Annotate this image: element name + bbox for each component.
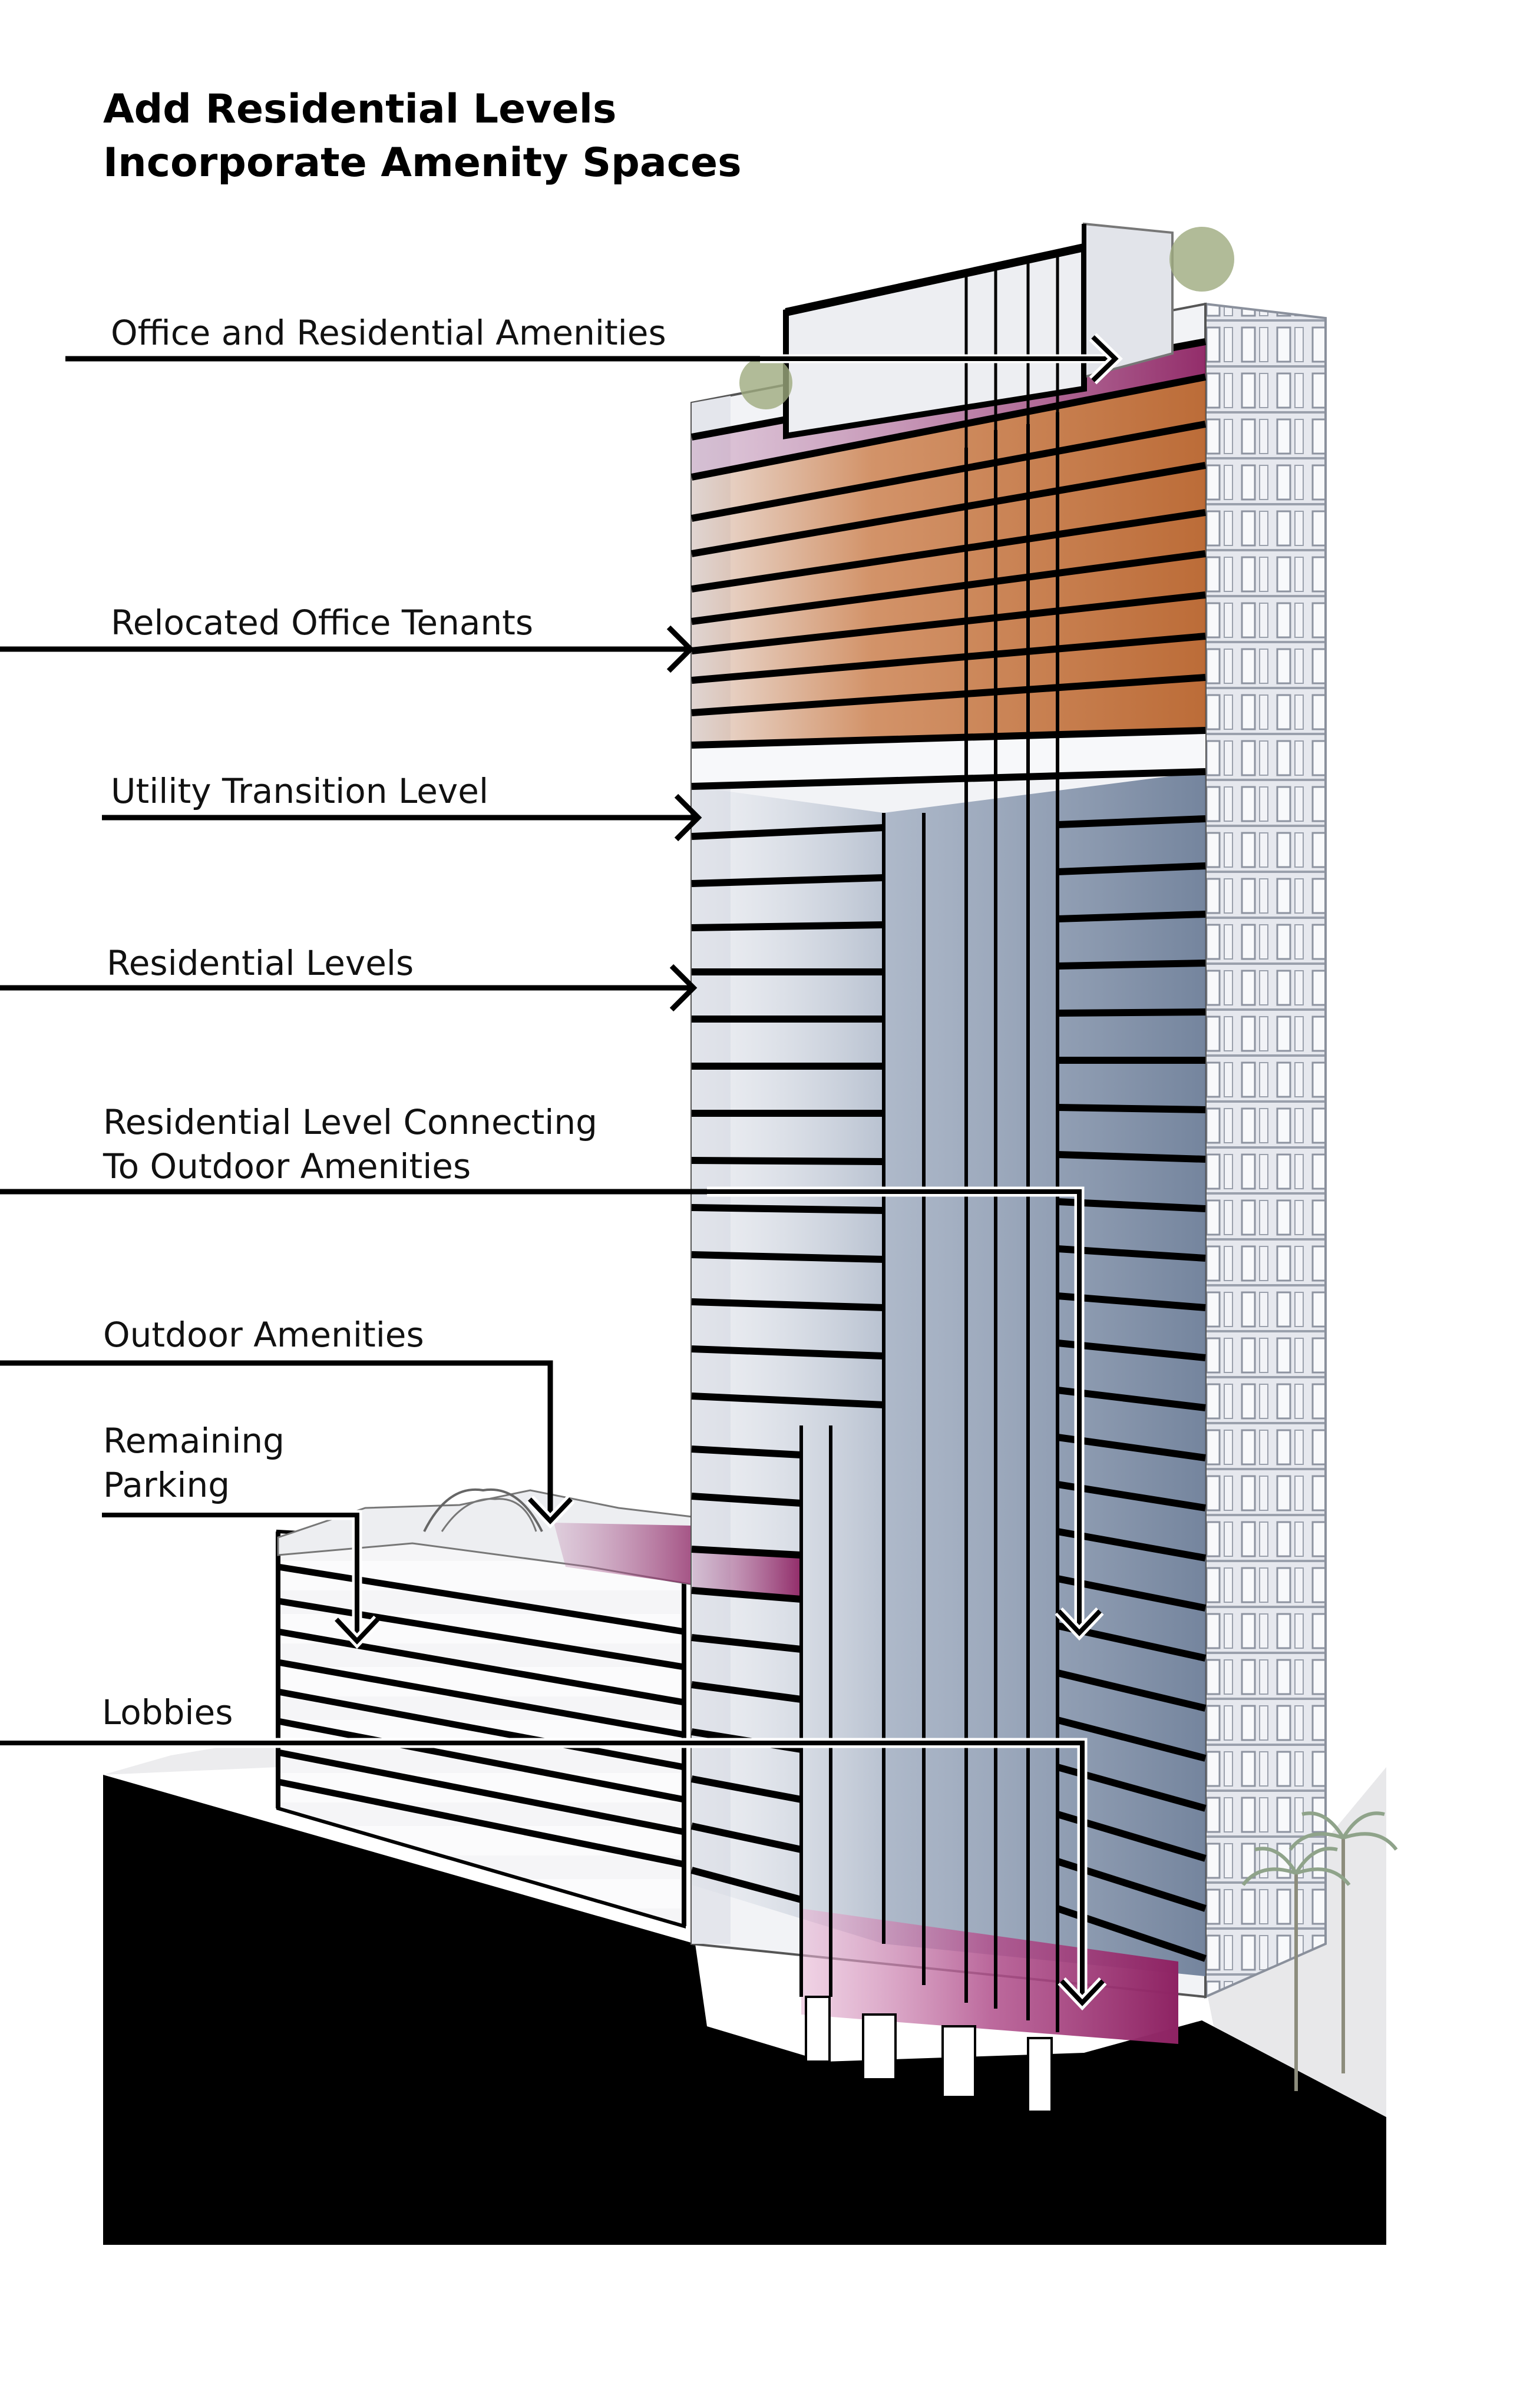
callout-leaders (0, 333, 1123, 2011)
leader-residential-levels (0, 964, 698, 1012)
tower-east-facade (1204, 302, 1327, 1999)
ground-section (103, 1775, 1386, 2245)
label-residential-level-connecting-line2: To Outdoor Amenities (103, 1146, 471, 1186)
leader-outdoor-amenities (0, 1360, 575, 1529)
zone-residential-level-connecting (692, 1549, 801, 1599)
label-remaining-parking-line1: Remaining (103, 1421, 285, 1461)
tower (690, 222, 1398, 2113)
label-residential-level-connecting-line1: Residential Level Connecting (103, 1102, 597, 1142)
label-remaining-parking-line2: Parking (103, 1465, 230, 1505)
zone-relocated-office-tenants (692, 377, 1205, 745)
leader-remaining-parking (102, 1510, 382, 1649)
label-office-residential-amenities: Office and Residential Amenities (111, 313, 666, 353)
label-outdoor-amenities: Outdoor Amenities (103, 1315, 424, 1355)
label-lobbies: Lobbies (102, 1692, 233, 1732)
leader-utility-transition-level (102, 793, 702, 842)
zone-residential-levels (884, 772, 1205, 1976)
leader-relocated-office-tenants (0, 625, 695, 673)
title-line-2: Incorporate Amenity Spaces (103, 140, 742, 186)
leader-residential-level-connecting (0, 1186, 1104, 1641)
leader-office-residential-amenities (65, 333, 1123, 385)
parking-podium (276, 1488, 693, 1929)
zone-lobbies (801, 1908, 1178, 2044)
title-line-1: Add Residential Levels (103, 86, 617, 133)
label-utility-transition-level: Utility Transition Level (111, 771, 489, 811)
label-residential-levels: Residential Levels (107, 943, 414, 983)
leader-lobbies (0, 1738, 1107, 2011)
label-relocated-office-tenants: Relocated Office Tenants (111, 603, 534, 643)
palm-trees (1241, 1811, 1398, 2091)
rooftop-penthouse (739, 222, 1234, 448)
